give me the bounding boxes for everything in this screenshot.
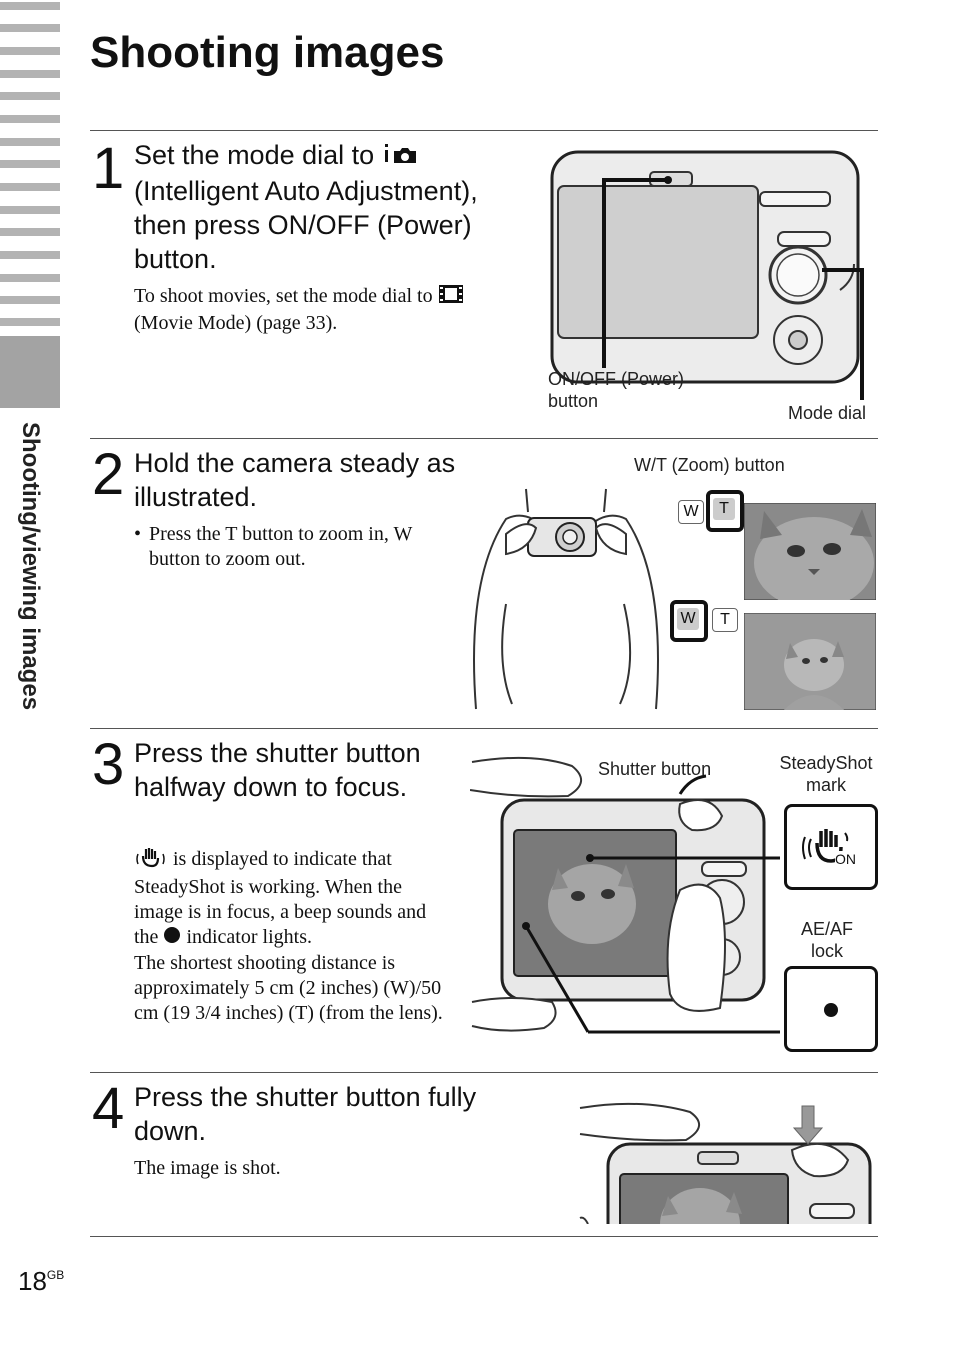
step-number: 3 <box>92 732 125 797</box>
step-number: 1 <box>92 136 125 201</box>
page-number: 18GB <box>18 1266 64 1297</box>
intelligent-auto-icon <box>382 140 420 174</box>
hands-holding-camera-illustration <box>473 488 659 710</box>
page-number-value: 18 <box>18 1266 47 1296</box>
zoom-button-callout: W/T (Zoom) button <box>634 455 785 475</box>
bullet-mark: • <box>134 523 142 545</box>
zoom-lever-wide: W T <box>670 600 740 642</box>
section-side-label: Shooting/viewing images <box>17 422 44 711</box>
zoom-t-highlight: T <box>706 490 744 532</box>
camera-half-press-illustration <box>470 756 780 1034</box>
step-body-text: Press the T button to zoom in, W button … <box>149 523 412 570</box>
bottom-divider <box>90 1236 878 1237</box>
camera-back-illustration <box>550 150 864 400</box>
page-number-suffix: GB <box>46 1268 65 1282</box>
step-body-text: (Movie Mode) (page 33). <box>134 312 338 334</box>
step-heading: Press the shutter button halfway down to… <box>134 738 421 802</box>
camera-full-press-illustration <box>579 1102 872 1224</box>
step-body: The image is shot. <box>134 1157 281 1179</box>
shutter-button-callout: Shutter button <box>598 759 712 779</box>
step-body-text: The shortest shooting distance is approx… <box>134 951 443 1024</box>
zoom-w-key: W <box>678 500 704 524</box>
zoom-lever-tele: W T <box>676 490 744 532</box>
step-heading: Press the shutter button fully down. <box>134 1082 477 1146</box>
step-divider <box>90 1072 878 1073</box>
aeaf-lock-box <box>784 966 878 1052</box>
step-body-text: To shoot movies, set the mode dial to <box>134 285 433 308</box>
section-tab-marker <box>0 336 60 408</box>
zoom-w-highlight: W <box>670 600 708 642</box>
steadyshot-on-label: ON <box>835 851 856 867</box>
power-button-callout: ON/OFF (Power) button <box>548 369 685 411</box>
zoom-t-key: T <box>712 608 738 632</box>
cat-photo-zoomed-in <box>744 503 876 600</box>
movie-mode-icon <box>438 284 464 311</box>
step-heading: Hold the camera steady as illustrated. <box>134 448 456 512</box>
step-body-text: is displayed to indicate that SteadyShot… <box>134 848 427 948</box>
aeaf-lock-callout: AE/AF lock <box>800 919 853 961</box>
step-body-text: indicator lights. <box>186 926 312 948</box>
step-heading-text: Set the mode dial to <box>134 140 375 170</box>
steadyshot-icon <box>134 846 168 875</box>
cat-photo-zoomed-out <box>744 613 876 710</box>
step-number: 4 <box>92 1076 125 1141</box>
step-divider <box>90 728 878 729</box>
step-number: 2 <box>92 442 125 507</box>
page-title: Shooting images <box>90 28 445 77</box>
zoom-t-key: T <box>713 498 735 520</box>
step-heading-text: (Intelligent Auto Adjustment), then pres… <box>134 175 478 274</box>
step-body: • Press the T button to zoom in, W butto… <box>134 522 454 572</box>
step-divider <box>90 438 878 439</box>
mode-dial-callout: Mode dial <box>788 403 867 423</box>
steadyshot-mark-box: ON <box>784 804 878 890</box>
step-heading: Set the mode dial to (Intelligent Auto A… <box>134 138 534 276</box>
step-divider <box>90 130 878 131</box>
zoom-w-key: W <box>677 608 699 630</box>
step-body: is displayed to indicate that SteadyShot… <box>134 846 444 1026</box>
steadyshot-mark-callout: SteadyShot mark <box>779 753 873 795</box>
step-body: To shoot movies, set the mode dial to (M… <box>134 284 514 336</box>
focus-lock-dot-icon <box>824 1003 838 1017</box>
focus-indicator-icon <box>163 926 181 951</box>
